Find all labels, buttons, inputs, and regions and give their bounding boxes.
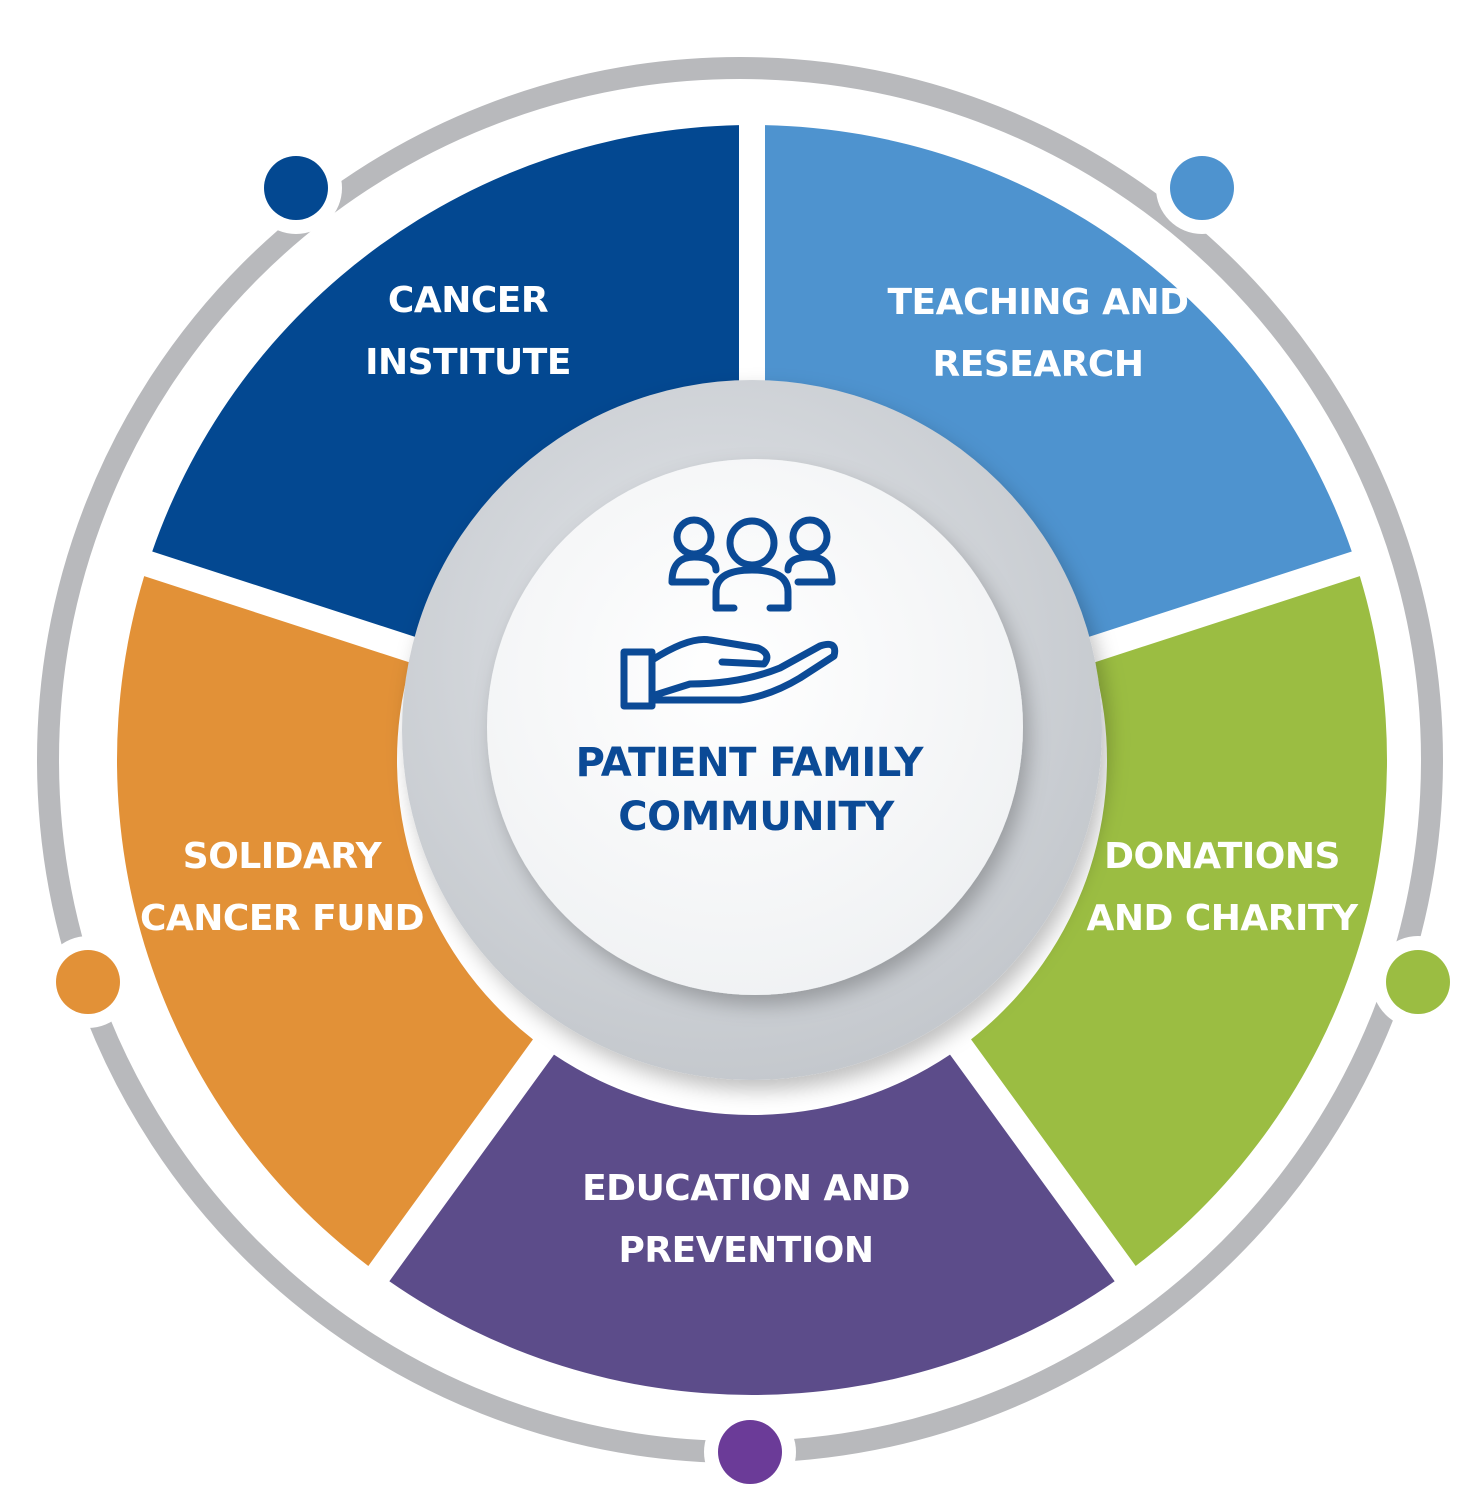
segment-label-line: SOLIDARY — [183, 836, 383, 877]
segment-label-line: RESEARCH — [933, 344, 1144, 385]
segment-label-donations-and-charity: DONATIONS AND CHARITY — [1086, 836, 1358, 939]
segment-label-line: INSTITUTE — [365, 342, 571, 383]
segment-label-solidary-cancer-fund: SOLIDARY CANCER FUND — [140, 836, 424, 939]
segment-label-education-and-prevention: EDUCATION AND PREVENTION — [582, 1168, 910, 1271]
segment-label-teaching-and-research: TEACHING AND RESEARCH — [887, 282, 1188, 385]
segment-label-line: CANCER FUND — [140, 898, 424, 939]
connector-dot-bottom — [718, 1420, 782, 1484]
segment-cancer-institute — [152, 125, 740, 639]
connector-dot-top-right — [1170, 156, 1234, 220]
center-label-line-2: COMMUNITY — [618, 794, 895, 840]
segment-label-line: AND CHARITY — [1086, 898, 1358, 939]
segment-teaching-and-research — [764, 125, 1352, 639]
segment-label-line: CANCER — [388, 280, 548, 321]
center-label: PATIENT FAMILY COMMUNITY — [576, 740, 937, 840]
connector-dot-top-left — [264, 156, 328, 220]
center-label-line-1: PATIENT FAMILY — [576, 740, 925, 786]
segment-education-and-prevention — [389, 1054, 1115, 1395]
segment-donations-and-charity — [971, 576, 1388, 1266]
connector-dot-left — [56, 950, 120, 1014]
segment-solidary-cancer-fund — [116, 576, 533, 1266]
center-hub: PATIENT FAMILY COMMUNITY — [402, 380, 1102, 1080]
segments: CANCER INSTITUTE TEACHING AND RESEARCH DONAT… — [116, 125, 1388, 1395]
segment-label-line: TEACHING AND — [887, 282, 1188, 323]
connector-dot-right — [1386, 950, 1450, 1014]
connector-dots — [42, 142, 1464, 1498]
segment-label-line: EDUCATION AND — [582, 1168, 910, 1209]
segment-label-line: DONATIONS — [1104, 836, 1340, 877]
people-in-hand-icon — [620, 516, 839, 710]
segment-label-line: PREVENTION — [619, 1230, 874, 1271]
segment-label-cancer-institute: CANCER INSTITUTE — [365, 280, 571, 383]
